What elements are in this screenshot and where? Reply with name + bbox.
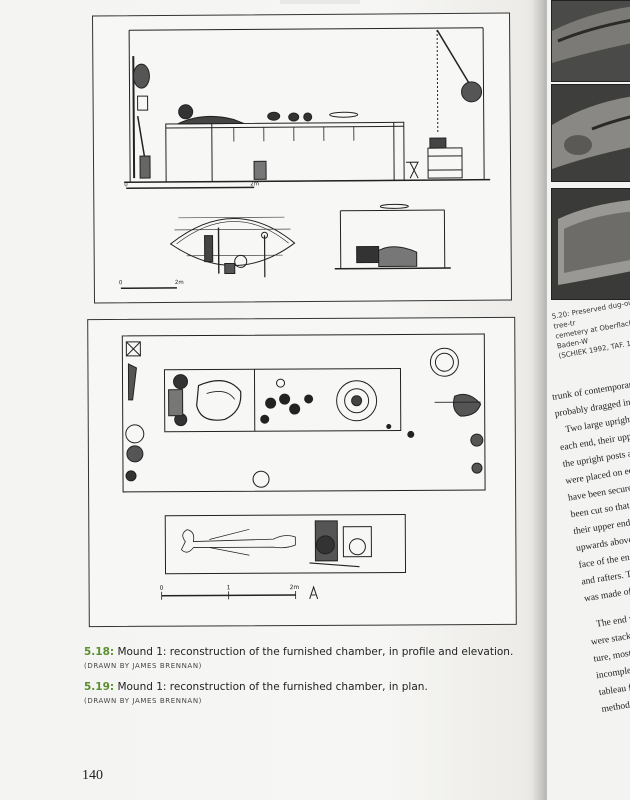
photo-dugout-2 [551,84,630,182]
profile-scale-zero: 0 [124,182,128,188]
plan-scale-one: 1 [227,584,231,591]
right-page: 5.20: Preserved dug-out tree-tr cemetery… [546,0,630,800]
caption-credit: (DRAWN BY JAMES BRENNAN) [84,697,202,705]
figure-plan: 0 1 2m [87,316,517,628]
section-scale-zero: 0 [119,280,123,286]
caption-5-18: 5.18: Mound 1: reconstruction of the fur… [84,645,524,670]
caption-number: 5.19: [84,681,115,693]
plan-drawing: 0 1 2m [121,333,486,600]
caption-text: 5.18: Mound 1: reconstruction of the fur… [84,645,524,659]
figure-profile-elevation: 0 2m 0 2m [91,12,513,304]
caption-number: 5.18: [84,646,115,658]
caption-text: 5.19: Mound 1: reconstruction of the fur… [84,680,524,694]
caption-5-19: 5.19: Mound 1: reconstruction of the fur… [84,680,524,705]
section-scale-label: 2m [175,280,184,286]
profile-elevation-drawing: 0 2m 0 2m [119,27,491,290]
north-arrow-icon [309,585,319,600]
right-body-text: trunk of contemporary Eur probably dragg… [551,373,630,719]
plan-scale-zero: 0 [160,585,164,592]
profile-scale-label: 2m [250,181,259,187]
plan-scale-label: 2m [290,584,300,591]
left-page: 0 2m 0 2m [0,0,548,800]
figure-captions: 5.18: Mound 1: reconstruction of the fur… [84,645,524,715]
right-figure-caption: 5.20: Preserved dug-out tree-tr cemetery… [551,295,630,362]
page-number: 140 [82,768,103,783]
caption-credit: (DRAWN BY JAMES BRENNAN) [84,662,202,670]
page-edge-mark [280,0,360,4]
photo-dugout-1 [551,0,630,82]
caption-body: Mound 1: reconstruction of the furnished… [114,681,428,693]
caption-body: Mound 1: reconstruction of the furnished… [114,646,514,658]
photo-dugout-3 [551,188,630,300]
book-gutter [532,0,550,800]
